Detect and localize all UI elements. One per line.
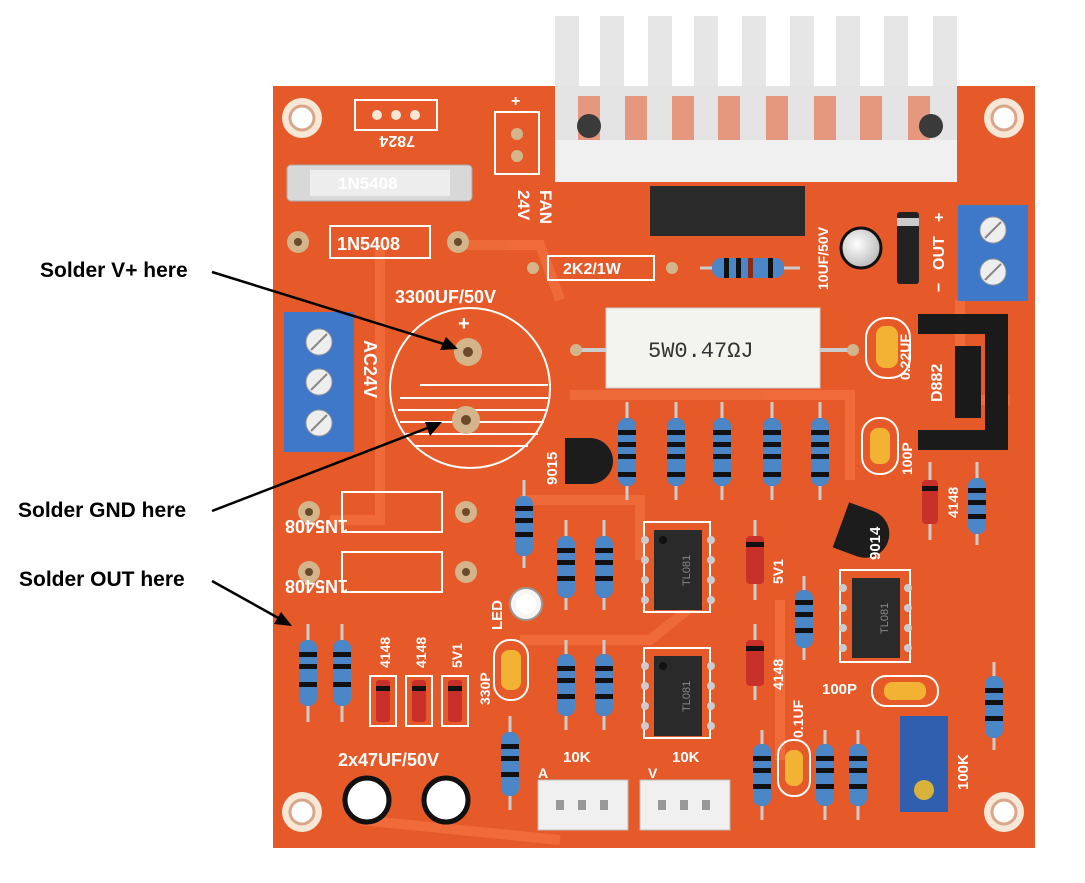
led: LED bbox=[489, 587, 543, 630]
cap-3300uf: 3300UF/50V + bbox=[389, 287, 551, 469]
cap-100p-b-label: 100P bbox=[822, 681, 857, 698]
diode-bottom-2-label: 4148 bbox=[413, 637, 429, 668]
ic2-label: TL081 bbox=[879, 603, 891, 634]
diode-bottom-1-label: 4148 bbox=[377, 637, 393, 668]
cap-01uf: 0.1UF bbox=[777, 699, 811, 797]
pot-a-letter: A bbox=[538, 765, 548, 781]
d4148-mid-label: 4148 bbox=[770, 659, 786, 690]
fan-label-2: 24V bbox=[514, 190, 533, 221]
resistor-mid-right bbox=[795, 576, 813, 660]
out-terminal-block bbox=[958, 205, 1028, 301]
out-plus: + bbox=[931, 213, 948, 222]
callout-v-plus: Solder V+ here bbox=[40, 259, 188, 282]
resistor-2k2-label: 2K2/1W bbox=[563, 261, 622, 278]
regulator-label: 7824 bbox=[379, 132, 415, 149]
mounting-holes bbox=[282, 98, 1024, 832]
t9014-label: 9014 bbox=[867, 526, 884, 560]
ic-tl081-3: TL081 bbox=[641, 647, 715, 739]
fan-label-1: FAN bbox=[536, 190, 555, 224]
pot-a-value: 10K bbox=[563, 749, 591, 766]
callout-arrows bbox=[211, 270, 458, 626]
ac-terminal-block: AC24V bbox=[284, 312, 380, 452]
d5v1-mid-label: 5V1 bbox=[770, 559, 786, 584]
diode-4148-right: 4148 bbox=[922, 462, 961, 540]
power-transistor bbox=[650, 186, 805, 236]
resistor-top bbox=[700, 258, 800, 278]
d882-label: D882 bbox=[929, 364, 946, 402]
resistor-left-mid bbox=[515, 480, 533, 568]
diode-5v1-mid: 5V1 bbox=[746, 520, 786, 600]
resistor-2k2: 2K2/1W bbox=[527, 255, 678, 281]
cap-330p-label: 330P bbox=[477, 672, 493, 705]
cap-47uf-label: 2x47UF/50V bbox=[338, 750, 439, 770]
ac-label: AC24V bbox=[360, 340, 380, 398]
power-resistor-label: 5W0.47ΩJ bbox=[648, 339, 754, 364]
cap-330p: 330P bbox=[477, 639, 529, 705]
cap-022uf: 0.22UF bbox=[865, 317, 913, 380]
fan-connector: + FAN 24V bbox=[494, 93, 555, 224]
regulator-7824: 7824 bbox=[354, 99, 438, 149]
transistor-d882: D882 bbox=[918, 314, 1008, 450]
power-resistor: 5W0.47ΩJ bbox=[570, 307, 859, 389]
resistors-bottom-left bbox=[299, 624, 351, 722]
diode-1n5408-left-2: 1N5408 bbox=[285, 551, 477, 596]
diode-4148-mid: 4148 bbox=[746, 624, 786, 700]
ic3-label: TL081 bbox=[681, 681, 693, 712]
connector-v: V 10K bbox=[639, 749, 731, 831]
cap-main-plus: + bbox=[458, 313, 470, 335]
cap-100p-a-label: 100P bbox=[899, 442, 915, 475]
heatsink-base bbox=[555, 86, 957, 182]
fuse-label: 1N5408 bbox=[338, 174, 398, 193]
cap-main-label: 3300UF/50V bbox=[395, 287, 496, 307]
cap-100p-a: 100P bbox=[861, 417, 915, 475]
diode-1n5408-left-1: 1N5408 bbox=[285, 491, 477, 536]
pot-v-value: 10K bbox=[672, 749, 700, 766]
resistor-row-bottom bbox=[501, 662, 1003, 820]
callout-out: Solder OUT here bbox=[19, 568, 185, 591]
heatsink bbox=[555, 16, 957, 96]
fuse: 1N5408 bbox=[286, 164, 473, 202]
diodes-bottom-left: 4148 4148 5V1 bbox=[369, 637, 469, 727]
t9015-label: 9015 bbox=[544, 452, 561, 485]
diode-left-1-label: 1N5408 bbox=[285, 516, 348, 536]
out-marking: + OUT − bbox=[931, 213, 948, 292]
trimmer-label: 100K bbox=[955, 754, 972, 790]
diode-bottom-3-label: 5V1 bbox=[449, 643, 465, 668]
led-label: LED bbox=[489, 600, 506, 630]
diode-out bbox=[897, 212, 919, 284]
ic1-label: TL081 bbox=[681, 555, 693, 586]
cap-01uf-label: 0.1UF bbox=[790, 699, 806, 738]
cap-022-label: 0.22UF bbox=[897, 334, 913, 380]
resistor-pair-mid bbox=[557, 520, 613, 610]
ic-tl081-1: TL081 bbox=[641, 521, 715, 613]
out-label: OUT bbox=[931, 236, 948, 270]
pot-v-letter: V bbox=[648, 765, 658, 781]
trimmer-100k: 100K bbox=[900, 716, 972, 812]
resistor-row-top bbox=[618, 402, 829, 500]
transistor-9015: 9015 bbox=[544, 438, 613, 485]
cap-10uf-label: 10UF/50V bbox=[815, 226, 831, 290]
connector-a: A 10K bbox=[537, 749, 629, 831]
resistor-pair-low bbox=[557, 640, 613, 730]
diode-left-2-label: 1N5408 bbox=[285, 576, 348, 596]
out-minus: − bbox=[931, 283, 948, 292]
cap-10uf: 10UF/50V bbox=[815, 226, 883, 290]
transistor-9014: 9014 bbox=[832, 502, 890, 560]
cap-100p-b: 100P bbox=[822, 675, 939, 707]
d4148-right-label: 4148 bbox=[945, 487, 961, 518]
diode-1n5408-top: 1N5408 bbox=[287, 225, 469, 259]
copper-traces bbox=[330, 240, 1010, 845]
caps-47uf: 2x47UF/50V bbox=[338, 750, 471, 825]
fan-plus: + bbox=[511, 93, 520, 110]
diode-top-label: 1N5408 bbox=[337, 234, 400, 254]
callout-gnd: Solder GND here bbox=[18, 499, 187, 522]
resistor-right-1 bbox=[968, 462, 986, 545]
ic-tl081-2: TL081 bbox=[839, 569, 912, 663]
